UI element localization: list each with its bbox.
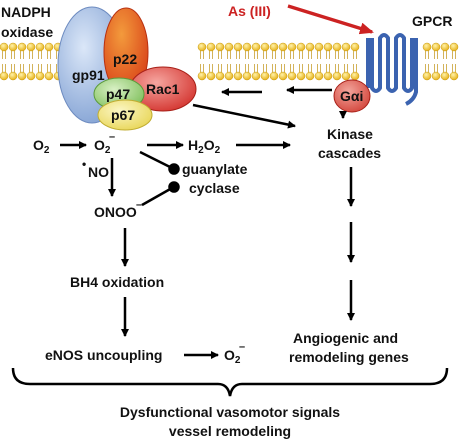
membrane-lipid-head	[17, 42, 27, 52]
membrane-lipid-head	[242, 42, 252, 52]
onoo-label: ONOO	[94, 204, 137, 220]
membrane-lipid-head	[269, 71, 279, 81]
gp91-label: gp91	[72, 67, 105, 83]
membrane-lipid-head	[278, 71, 288, 81]
guanylate-label-2: cyclase	[189, 180, 240, 196]
membrane-lipid-head	[0, 71, 9, 81]
membrane-lipid-head	[242, 71, 252, 81]
membrane-lipid-head	[215, 71, 225, 81]
angiogenic-label-2: remodeling genes	[289, 349, 409, 365]
guanylate-label-1: guanylate	[182, 161, 248, 177]
membrane-lipid-head	[296, 42, 306, 52]
arsenic-label: As (III)	[228, 3, 271, 19]
p67-label: p67	[111, 107, 135, 123]
membrane-lipid-head	[8, 71, 18, 81]
membrane-lipid-head	[206, 42, 216, 52]
membrane-lipid-head	[224, 71, 234, 81]
onoo-charge: –	[136, 199, 142, 211]
membrane-lipid-head	[206, 71, 216, 81]
membrane-lipid-head	[260, 42, 270, 52]
h2o2-label: H2O2	[188, 137, 221, 156]
membrane-lipid-head	[0, 42, 9, 52]
membrane-lipid-head	[323, 42, 333, 52]
membrane-lipid-head	[350, 71, 360, 81]
membrane-lipid-head	[323, 71, 333, 81]
membrane-lipid-head	[35, 71, 45, 81]
membrane-lipid-head	[332, 42, 342, 52]
membrane-lipid-head	[431, 42, 441, 52]
bottom-brace	[11, 367, 449, 397]
membrane-lipid-head	[26, 42, 36, 52]
arrow-rac1-to-kinase	[192, 103, 296, 129]
rac1-label: Rac1	[146, 81, 180, 97]
outcome-label-2: vessel remodeling	[169, 423, 291, 439]
membrane-lipid-head	[233, 42, 243, 52]
bh4-oxidation-label: BH4 oxidation	[70, 274, 164, 290]
p67-subunit	[97, 99, 153, 131]
o2-label: O2	[33, 137, 50, 156]
kinase-label-2: cascades	[318, 145, 381, 161]
membrane-lipid-head	[269, 42, 279, 52]
enos-uncoupling-label: eNOS uncoupling	[45, 347, 162, 363]
gpcr-receptor	[366, 33, 418, 106]
membrane-lipid-head	[449, 42, 459, 52]
superoxide2-label: O2	[224, 347, 241, 366]
membrane-lipid-head	[314, 42, 324, 52]
membrane-lipid-head	[215, 42, 225, 52]
superoxide2-charge: –	[239, 341, 245, 353]
membrane-lipid-head	[44, 42, 54, 52]
pathway-arrows	[60, 86, 355, 359]
membrane-lipid-head	[449, 71, 459, 81]
membrane-lipid-head	[197, 42, 207, 52]
membrane-lipid-head	[26, 71, 36, 81]
membrane-lipid-head	[251, 42, 261, 52]
membrane-lipid-head	[332, 71, 342, 81]
membrane-lipid-head	[431, 71, 441, 81]
membrane-lipid-head	[287, 71, 297, 81]
membrane-lipid-head	[305, 71, 315, 81]
membrane-lipid-head	[440, 42, 450, 52]
nadph-oxidase-complex: gp91 p22 p47 p67 Rac1	[57, 6, 197, 131]
membrane-lipid-head	[287, 42, 297, 52]
membrane-lipid-head	[422, 42, 432, 52]
membrane-lipid-head	[305, 42, 315, 52]
membrane-lipid-head	[251, 71, 261, 81]
membrane-lipid-head	[440, 71, 450, 81]
membrane-lipid-head	[296, 71, 306, 81]
nadph-oxidase-label-1: NADPH	[1, 4, 51, 20]
membrane-lipid-head	[233, 71, 243, 81]
gpcr-label: GPCR	[412, 13, 452, 29]
p22-label: p22	[113, 51, 137, 67]
membrane-lipid-head	[278, 42, 288, 52]
superoxide-charge: –	[109, 131, 115, 143]
membrane-lipid-head	[35, 42, 45, 52]
membrane-lipid-head	[422, 71, 432, 81]
no-label: NO	[88, 164, 109, 180]
superoxide-label: O2	[94, 137, 111, 156]
nadph-oxidase-label-2: oxidase	[1, 24, 53, 40]
membrane-lipid-head	[224, 42, 234, 52]
galpha-i-label: Gαi	[340, 88, 363, 104]
membrane-lipid-head	[341, 42, 351, 52]
membrane-lipid-head	[314, 71, 324, 81]
membrane-lipid-head	[341, 71, 351, 81]
outcome-label-1: Dysfunctional vasomotor signals	[120, 404, 340, 420]
p47-label: p47	[106, 86, 130, 102]
membrane-lipid-head	[8, 42, 18, 52]
membrane-lipid-head	[260, 71, 270, 81]
galpha-i-protein: Gαi	[333, 79, 371, 113]
no-radical-dot: •	[82, 157, 86, 171]
membrane-lipid-head	[197, 71, 207, 81]
membrane-lipid-head	[17, 71, 27, 81]
kinase-label-1: Kinase	[327, 126, 373, 142]
angiogenic-label-1: Angiogenic and	[293, 330, 398, 346]
membrane-lipid-head	[44, 71, 54, 81]
arsenic-arrow	[287, 4, 374, 35]
membrane-lipid-head	[350, 42, 360, 52]
cell-membrane	[0, 42, 459, 81]
guanylate-inhibition-lines	[139, 150, 180, 207]
